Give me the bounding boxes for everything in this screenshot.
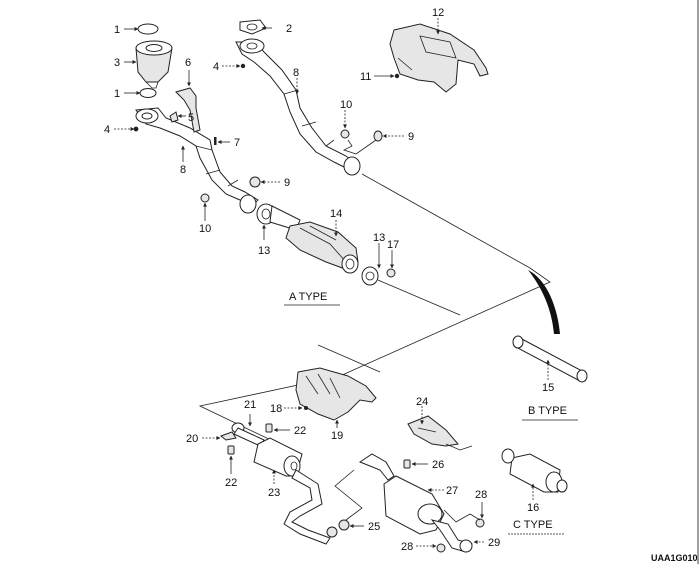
part-1-gasket-lower[interactable] (139, 88, 157, 98)
callout-11: 11 (360, 71, 371, 83)
part-5-bolt[interactable] (169, 111, 179, 123)
part-28-nut-b[interactable] (436, 543, 446, 553)
guide-line (443, 509, 481, 523)
callout-28b: 28 (401, 541, 413, 553)
gasket-hole (365, 271, 375, 281)
callout-4a: 4 (104, 124, 110, 136)
part-17-nut[interactable] (386, 268, 396, 278)
gasket-hole (246, 23, 258, 31)
part-12-heat-insulator[interactable] (389, 23, 489, 93)
part-20-bolt[interactable] (219, 431, 237, 441)
callout-21: 21 (244, 399, 256, 411)
part-16-pre-silencer[interactable] (501, 448, 568, 493)
callout-1b: 1 (114, 88, 120, 100)
callout-3: 3 (114, 57, 120, 69)
callout-15: 15 (542, 382, 554, 394)
part-4-nut-a[interactable] (133, 126, 139, 132)
part-7-bolt[interactable] (214, 137, 217, 145)
guide-line-b-type (361, 173, 531, 269)
leader-lines (114, 18, 550, 548)
part-1-gasket-upper[interactable] (137, 23, 159, 35)
callout-22a: 22 (294, 425, 306, 437)
callout-27: 27 (446, 485, 458, 497)
callout-26: 26 (432, 459, 444, 471)
part-27-main-silencer[interactable] (358, 453, 445, 535)
callout-7: 7 (234, 137, 240, 149)
callout-12: 12 (432, 7, 444, 19)
callout-25: 25 (368, 521, 380, 533)
callout-2: 2 (286, 23, 292, 35)
callout-10b: 10 (340, 99, 352, 111)
part-22-hanger-a[interactable] (265, 423, 273, 433)
callout-19: 19 (331, 430, 343, 442)
callout-22b: 22 (225, 477, 237, 489)
part-4-nut-b[interactable] (240, 63, 246, 69)
part-10-nut-a[interactable] (200, 193, 210, 203)
callout-28a: 28 (475, 489, 487, 501)
callout-10a: 10 (199, 223, 211, 235)
flange-a (239, 194, 257, 214)
guide-line (334, 469, 363, 521)
part-22-hanger-b[interactable] (227, 445, 235, 455)
part-26-hanger[interactable] (403, 459, 411, 469)
label-c-type: C TYPE (513, 519, 553, 531)
callout-14: 14 (330, 208, 342, 220)
callout-4b: 4 (213, 61, 219, 73)
part-23-pre-silencer[interactable] (253, 437, 331, 545)
callout-23: 23 (268, 487, 280, 499)
guide-line (342, 139, 357, 155)
callout-9a: 9 (284, 177, 290, 189)
gasket-hole (261, 208, 271, 220)
part-11-bolt[interactable] (394, 73, 400, 79)
callout-8b: 8 (293, 67, 299, 79)
callout-6: 6 (185, 57, 191, 69)
part-14-catalytic-converter[interactable] (285, 221, 359, 274)
part-15-pipe[interactable] (512, 335, 588, 383)
callout-5: 5 (188, 112, 194, 124)
callout-17: 17 (387, 239, 399, 251)
part-8-front-pipe-b[interactable] (235, 38, 361, 176)
callout-8a: 8 (180, 164, 186, 176)
callout-24: 24 (416, 396, 428, 408)
callout-1a: 1 (114, 24, 120, 36)
a-type-group (133, 23, 461, 316)
label-b-type: B TYPE (528, 405, 567, 417)
callout-13b: 13 (373, 232, 385, 244)
callout-29: 29 (488, 537, 500, 549)
callout-16: 16 (527, 502, 539, 514)
figure-code: UAA1G010 (651, 553, 698, 563)
callout-18: 18 (270, 403, 282, 415)
callout-9b: 9 (408, 131, 414, 143)
part-25-gasket[interactable] (338, 519, 350, 531)
rear-flange (326, 526, 338, 538)
a-type-boundary (198, 267, 551, 455)
part-3-warmup-converter[interactable] (135, 40, 173, 89)
part-18-bolt[interactable] (304, 406, 308, 410)
part-24-heat-insulator[interactable] (407, 415, 473, 451)
part-6-bracket[interactable] (175, 87, 201, 133)
pipe-outline (377, 279, 461, 316)
a-type-boundary-2 (317, 344, 381, 373)
part-10-nut-b[interactable] (340, 129, 350, 139)
guide-line (355, 139, 377, 155)
callout-13a: 13 (258, 245, 270, 257)
part-2-gasket[interactable] (239, 19, 267, 35)
part-13-gasket-b[interactable] (361, 266, 379, 286)
label-a-type: A TYPE (289, 291, 327, 303)
variant-arrow (528, 270, 560, 334)
part-9-gasket-a[interactable] (249, 176, 261, 188)
part-9-gasket-b[interactable] (373, 130, 383, 142)
callout-20: 20 (186, 433, 198, 445)
part-28-nut-a[interactable] (475, 518, 485, 528)
part-29-tail-pipe[interactable] (430, 519, 473, 553)
part-19-heat-insulator[interactable] (295, 367, 377, 421)
